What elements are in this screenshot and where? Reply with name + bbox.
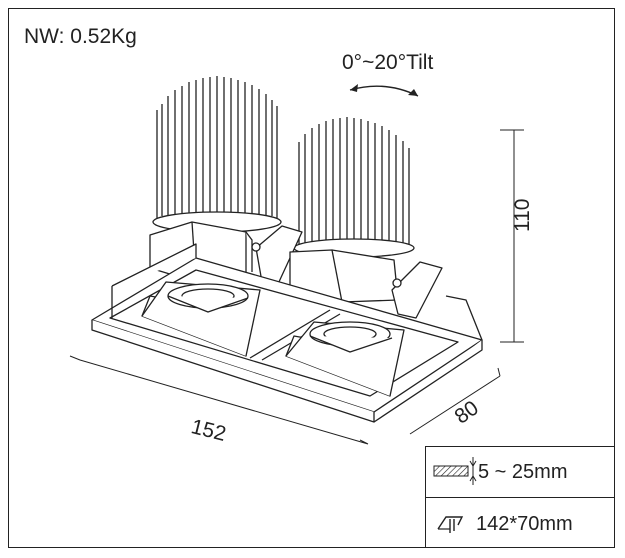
height-dimension: 110 bbox=[511, 198, 534, 232]
reflector-left bbox=[141, 281, 261, 357]
dimension-lines bbox=[69, 129, 524, 445]
cutout-icon bbox=[437, 516, 464, 533]
net-weight-label: NW: 0.52Kg bbox=[24, 25, 137, 48]
installation-legend: 5 ~ 25mm 142*70mm bbox=[425, 446, 615, 548]
tilt-range-label: 0°~20°Tilt bbox=[342, 51, 434, 74]
tilt-arrow-icon bbox=[349, 85, 419, 97]
ceiling-thickness-row: 5 ~ 25mm bbox=[426, 447, 614, 498]
hatched-thickness-icon bbox=[433, 457, 477, 485]
cutout-size-text: 142*70mm bbox=[476, 513, 573, 535]
cutout-row: 142*70mm bbox=[426, 497, 614, 547]
heat-sink-right bbox=[293, 117, 415, 258]
gimbal-right bbox=[289, 249, 443, 319]
reflector-right bbox=[285, 321, 405, 397]
ceiling-thickness-text: 5 ~ 25mm bbox=[478, 461, 568, 483]
heat-sink-left bbox=[152, 76, 282, 233]
